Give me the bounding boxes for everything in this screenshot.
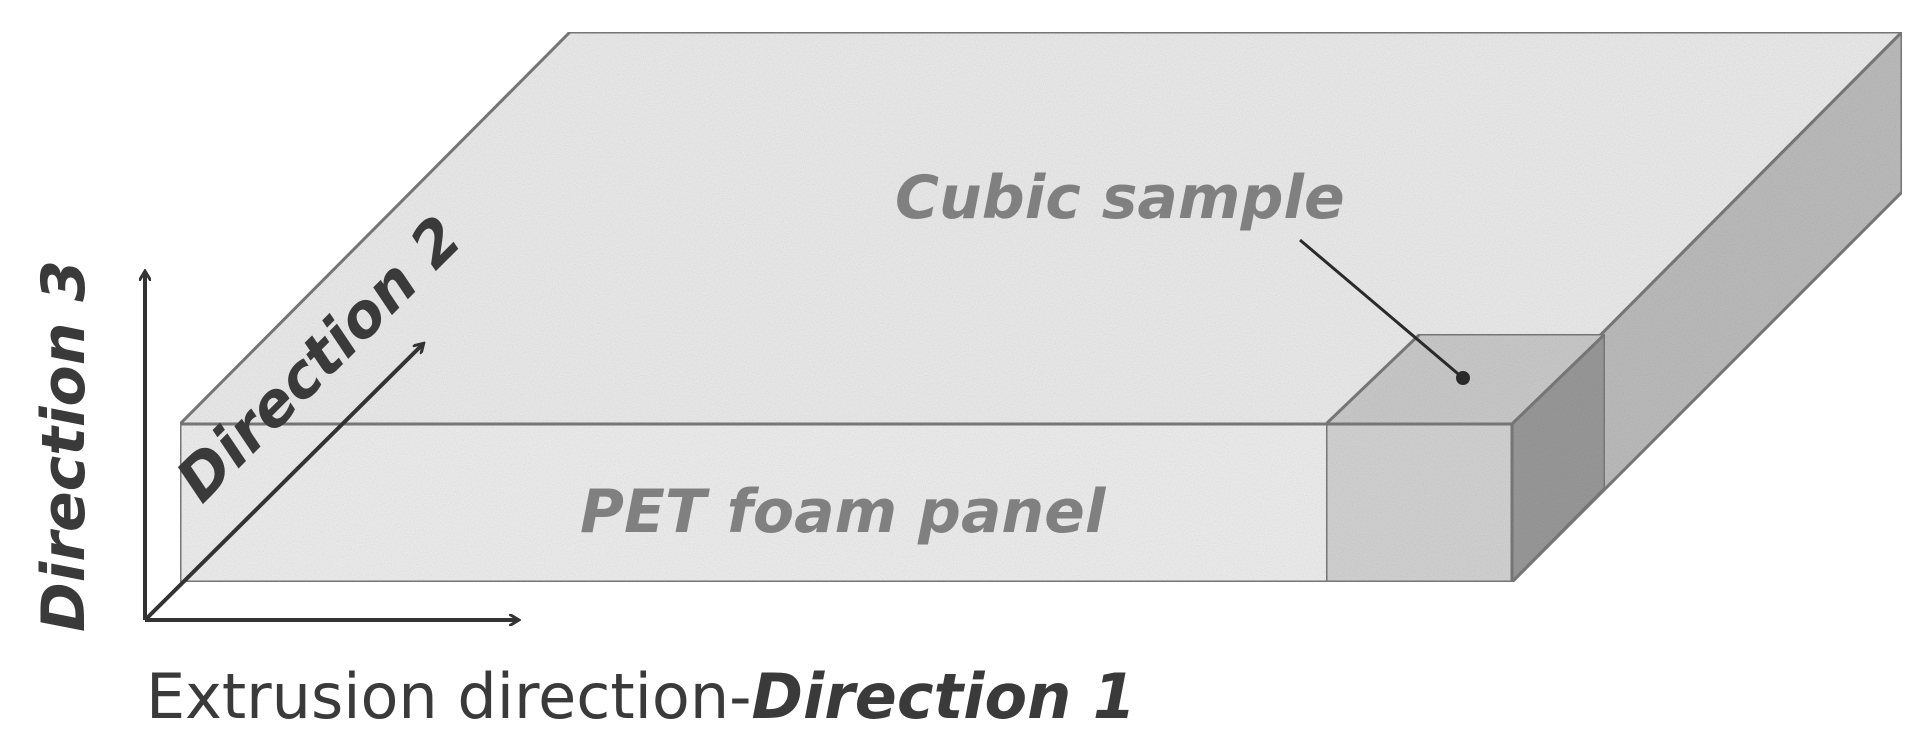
cube-front-face	[1324, 422, 1514, 584]
extrusion-direction-caption: Extrusion direction-Direction 1	[146, 660, 1136, 733]
pet-foam-panel	[176, 28, 1906, 586]
cubic-sample-leader-dot	[1456, 371, 1470, 385]
axes	[145, 272, 518, 620]
direction-2-arrow	[143, 344, 423, 622]
pet-foam-panel-label: PET foam panel	[580, 477, 1107, 547]
caption-direction-1: Direction 1	[752, 660, 1136, 733]
cubic-sample	[1322, 330, 1609, 586]
cubic-sample-label: Cubic sample	[895, 163, 1345, 233]
caption-prefix: Extrusion direction-	[146, 660, 752, 733]
cubic-sample-leader-line	[1299, 238, 1464, 380]
direction-3-label: Direction 3	[29, 260, 99, 632]
